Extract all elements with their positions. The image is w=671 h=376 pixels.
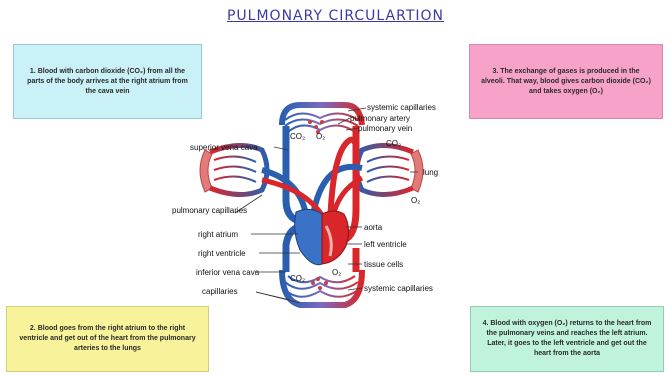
label-inferior-vena-cava: inferior vena cava — [196, 268, 260, 277]
heart — [295, 209, 349, 264]
right-lung — [357, 145, 423, 194]
label-tissue-cells: tissue cells — [364, 260, 403, 269]
gas-co2-top: CO₂ — [290, 132, 305, 141]
gas-o2-top: O₂ — [316, 132, 325, 141]
label-left-ventricle: left ventricle — [364, 240, 407, 249]
gas-co2-bottom: CO₂ — [290, 274, 305, 283]
left-lung — [200, 145, 267, 194]
label-pulmonary-vein: pulmonary vein — [358, 124, 412, 133]
label-lung: lung — [423, 168, 438, 177]
label-systemic-capillaries-bottom: systemic capillaries — [364, 284, 433, 293]
label-systemic-capillaries-top: systemic capillaries — [367, 103, 436, 112]
label-aorta: aorta — [364, 223, 383, 232]
gas-o2-right-lung: O₂ — [411, 196, 420, 205]
label-superior-vena-cava: superior vena cava — [190, 143, 258, 152]
label-pulmonary-capillaries: pulmonary capillaries — [172, 206, 247, 215]
gas-co2-right-lung: CO₂ — [386, 139, 401, 148]
label-pulmonary-artery: pulmonary artery — [350, 114, 410, 123]
gas-o2-bottom: O₂ — [332, 268, 341, 277]
label-right-atrium: right atrium — [198, 230, 238, 239]
label-right-ventricle: right ventricle — [198, 249, 246, 258]
label-capillaries: capillaries — [202, 287, 238, 296]
leader-lines — [235, 108, 418, 303]
